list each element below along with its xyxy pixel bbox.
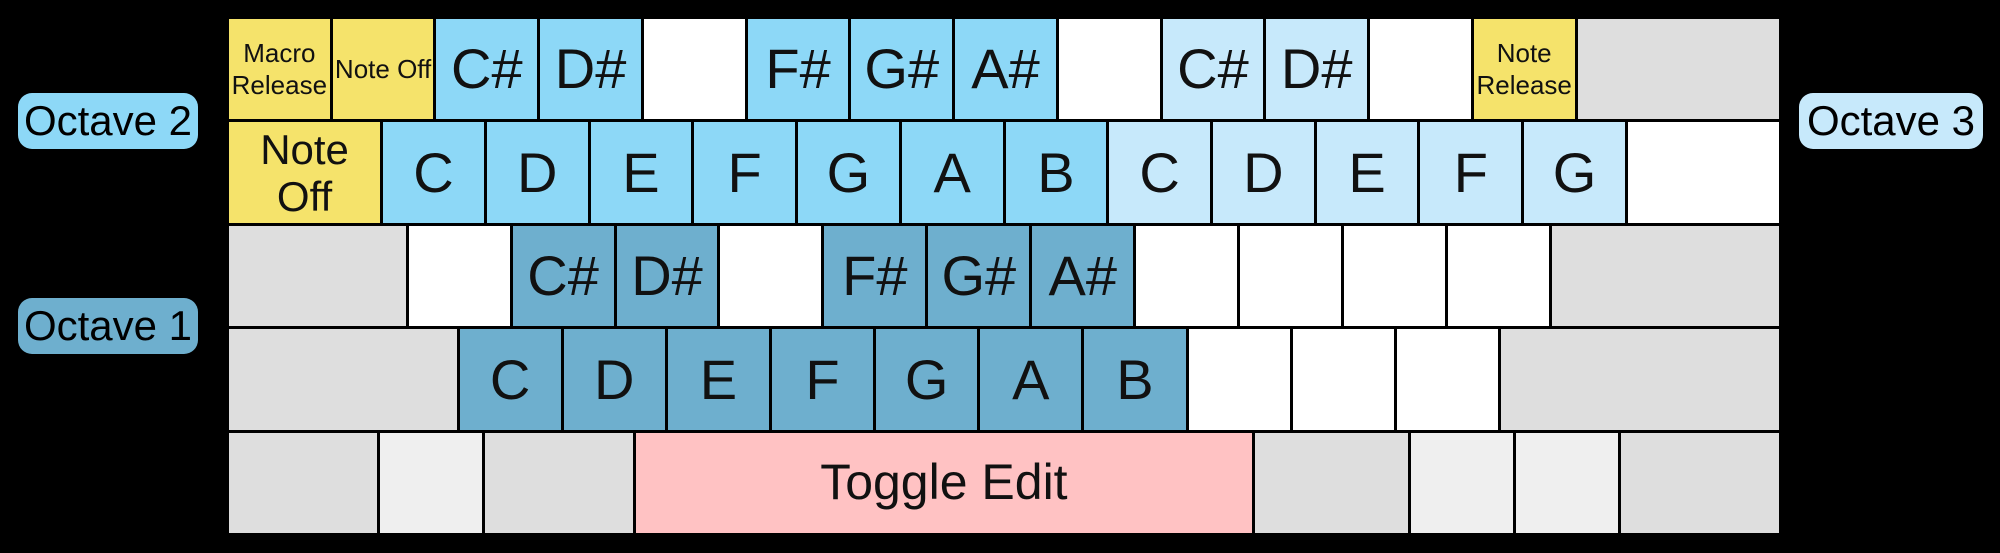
key-inactive <box>1255 432 1409 534</box>
key-f-sharp: F# <box>747 19 849 120</box>
key-unmapped <box>1370 19 1471 120</box>
keyboard-row-5: Toggle Edit <box>229 432 1780 534</box>
key-d-sharp: D# <box>616 225 718 327</box>
key-g-sharp: G# <box>851 19 953 120</box>
key-a: A <box>901 122 1003 223</box>
key-d-sharp: D# <box>1266 19 1368 120</box>
key-unmapped <box>1136 225 1238 327</box>
key-e: E <box>667 329 769 430</box>
key-inactive <box>1411 432 1514 534</box>
key-f: F <box>694 122 796 223</box>
key-d: D <box>563 329 665 430</box>
key-b: B <box>1005 122 1107 223</box>
key-a: A <box>980 329 1082 430</box>
key-unmapped <box>1448 225 1549 327</box>
octave-1-label: Octave 1 <box>18 298 198 354</box>
key-e: E <box>1316 122 1418 223</box>
key-unmapped <box>1240 225 1342 327</box>
key-e: E <box>590 122 692 223</box>
key-inactive <box>1516 432 1619 534</box>
key-a-sharp: A# <box>955 19 1056 120</box>
key-unmapped <box>408 225 510 327</box>
key-note-off: Note Off <box>332 19 434 120</box>
key-d-sharp: D# <box>540 19 641 120</box>
key-c: C <box>1109 122 1210 223</box>
key-f-sharp: F# <box>824 225 926 327</box>
key-unmapped <box>1627 122 1779 223</box>
key-b: B <box>1084 329 1186 430</box>
keyboard-row-3: C#D# F#G#A# <box>229 225 1780 327</box>
key-unmapped <box>1396 329 1498 430</box>
key-unmapped <box>1058 19 1160 120</box>
key-inactive <box>1551 225 1780 327</box>
key-g-sharp: G# <box>928 225 1030 327</box>
key-unmapped <box>1292 329 1394 430</box>
key-inactive <box>1621 432 1780 534</box>
key-d: D <box>486 122 588 223</box>
key-g: G <box>798 122 899 223</box>
key-f: F <box>1420 122 1522 223</box>
key-inactive <box>229 329 457 430</box>
key-inactive <box>229 432 377 534</box>
octave-3-label: Octave 3 <box>1799 93 1983 149</box>
key-g: G <box>876 329 978 430</box>
key-d: D <box>1212 122 1314 223</box>
key-macro-release: Macro Release <box>229 19 330 120</box>
key-c: C <box>383 122 484 223</box>
key-unmapped <box>1344 225 1446 327</box>
key-c-sharp: C# <box>1162 19 1264 120</box>
key-f: F <box>771 329 874 430</box>
key-note-release: Note Release <box>1473 19 1575 120</box>
key-inactive <box>229 225 406 327</box>
key-c-sharp: C# <box>512 225 614 327</box>
key-note-off: Note Off <box>229 122 381 223</box>
key-inactive <box>484 432 633 534</box>
key-g: G <box>1524 122 1625 223</box>
key-toggle-edit: Toggle Edit <box>635 432 1253 534</box>
key-c-sharp: C# <box>436 19 538 120</box>
key-unmapped <box>720 225 822 327</box>
key-inactive <box>1500 329 1780 430</box>
key-inactive <box>379 432 482 534</box>
octave-2-label: Octave 2 <box>18 93 198 149</box>
key-inactive <box>1577 19 1780 120</box>
key-unmapped <box>1188 329 1290 430</box>
key-c: C <box>459 329 561 430</box>
key-a-sharp: A# <box>1032 225 1134 327</box>
key-unmapped <box>643 19 745 120</box>
